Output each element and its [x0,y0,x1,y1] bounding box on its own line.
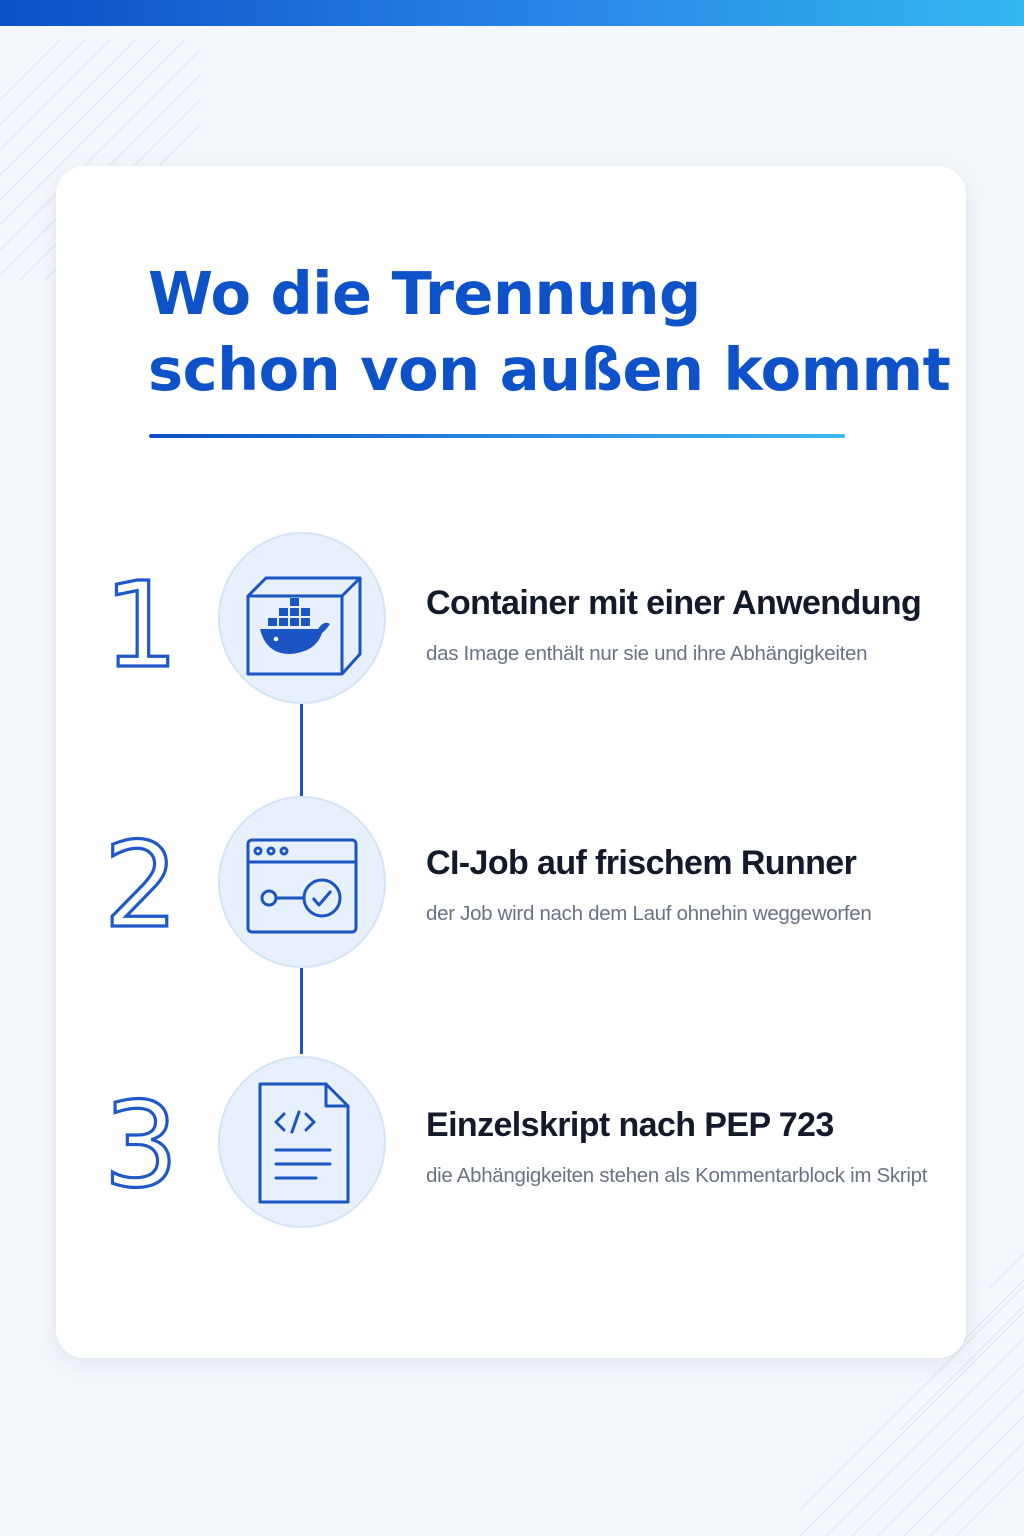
step-number-2: 2 [102,816,180,936]
docker-container-icon [246,576,362,676]
title-line-1: Wo die Trennung [148,259,701,328]
timeline-connector-1-2 [300,704,303,796]
title-line-2: schon von außen kommt [148,335,951,404]
page-title: Wo die Trennung schon von außen kommt [148,256,951,408]
step-icon-circle-1 [218,532,386,704]
step-number-3-text: 3 [103,1076,178,1196]
step-title-1: Container mit einer Anwendung [426,584,922,622]
step-title-3: Einzelskript nach PEP 723 [426,1106,834,1144]
step-number-1-text: 1 [103,556,178,676]
step-title-2: CI-Job auf frischem Runner [426,844,857,882]
step-description-2: der Job wird nach dem Lauf ohnehin wegge… [426,902,872,925]
code-file-icon [258,1082,350,1204]
ci-pipeline-window-icon [246,838,358,934]
background-hatch-bottom-right [800,1253,1024,1536]
step-number-3: 3 [102,1076,180,1196]
step-number-1: 1 [102,556,180,676]
content-card [56,166,966,1358]
title-divider [149,434,845,438]
top-accent-bar [0,0,1024,26]
timeline-connector-2-3 [300,968,303,1054]
step-icon-circle-2 [218,796,386,968]
step-number-2-text: 2 [103,816,178,936]
step-description-3: die Abhängigkeiten stehen als Kommentarb… [426,1164,928,1187]
step-description-1: das Image enthält nur sie und ihre Abhän… [426,642,868,665]
step-icon-circle-3 [218,1056,386,1228]
